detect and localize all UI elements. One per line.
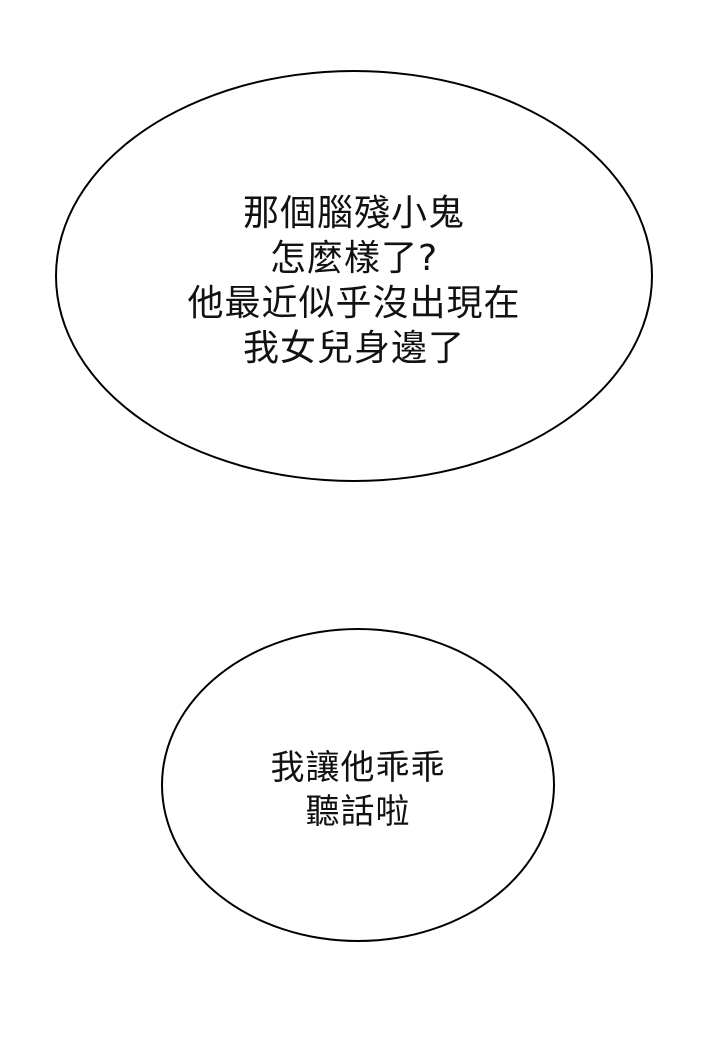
speech-line: 聽話啦	[305, 792, 411, 832]
speech-line: 那個腦殘小鬼	[242, 193, 465, 234]
speech-text-1: 那個腦殘小鬼 怎麼樣了? 他最近似乎沒出現在 我女兒身邊了	[187, 191, 520, 371]
speech-bubble-2: 我讓他乖乖 聽話啦	[161, 628, 555, 942]
speech-line: 我女兒身邊了	[242, 328, 465, 369]
speech-line: 他最近似乎沒出現在	[187, 283, 521, 324]
speech-bubble-1: 那個腦殘小鬼 怎麼樣了? 他最近似乎沒出現在 我女兒身邊了	[55, 70, 653, 482]
speech-text-2: 我讓他乖乖 聽話啦	[271, 746, 446, 834]
speech-line: 怎麼樣了?	[269, 238, 439, 279]
speech-line: 我讓他乖乖	[270, 748, 446, 788]
